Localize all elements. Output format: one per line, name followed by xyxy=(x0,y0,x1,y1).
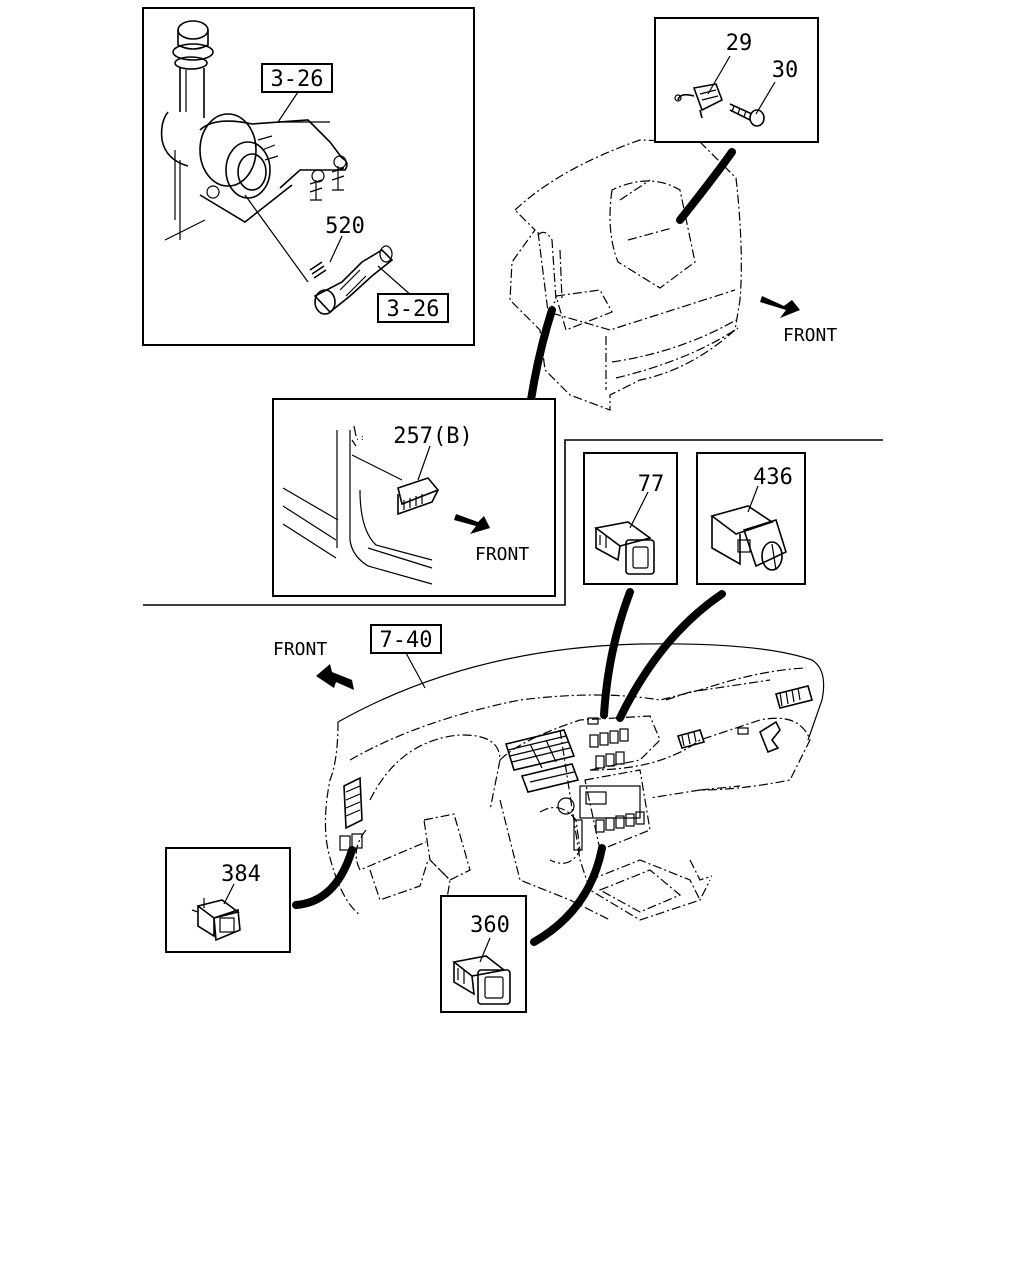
part-360-label: 360 xyxy=(470,913,510,938)
part-436-label: 436 xyxy=(753,465,793,490)
front-arrow-icon-dashboard xyxy=(316,664,354,690)
ref-3-26-top-label: 3-26 xyxy=(271,67,324,92)
part-257b-label: 257(B) xyxy=(393,424,472,449)
ref-7-40-label: 7-40 xyxy=(380,628,433,653)
part-520-label: 520 xyxy=(325,214,365,239)
detail-frame xyxy=(272,398,556,597)
cab-overview: FRONT xyxy=(509,139,837,424)
ref-3-26-bottom-box xyxy=(377,293,449,323)
part-360-detail: 360 xyxy=(440,895,527,1013)
part-29-label: 29 xyxy=(726,31,753,56)
steering-column-detail: 3-26 520 3-26 xyxy=(142,7,475,346)
part-384-label: 384 xyxy=(221,862,261,887)
part-77-detail: 77 xyxy=(583,452,678,585)
front-label-dashboard: FRONT xyxy=(273,639,327,660)
part-436-detail: 436 xyxy=(696,452,806,585)
ref-3-26-top-box xyxy=(261,63,333,93)
svg-text:.:: .: xyxy=(355,433,365,442)
part-30-label: 30 xyxy=(772,58,799,83)
front-arrow-icon-cab xyxy=(760,296,800,318)
part-77-label: 77 xyxy=(638,472,665,497)
ref-3-26-bottom-label: 3-26 xyxy=(387,297,440,322)
part-384-detail: 384 xyxy=(165,847,291,953)
detail-frame xyxy=(654,17,819,143)
pillar-257b-detail: .: 257(B) FRONT xyxy=(272,398,556,597)
front-label-cab: FRONT xyxy=(783,325,837,346)
parts-29-30-detail: 29 30 xyxy=(654,17,819,143)
dashboard-overview: FRONT 7-40 xyxy=(273,588,825,946)
front-arrow-icon-pillar xyxy=(454,514,490,534)
front-label-pillar: FRONT xyxy=(475,544,529,565)
detail-frame xyxy=(583,452,678,585)
section-divider xyxy=(143,439,883,606)
